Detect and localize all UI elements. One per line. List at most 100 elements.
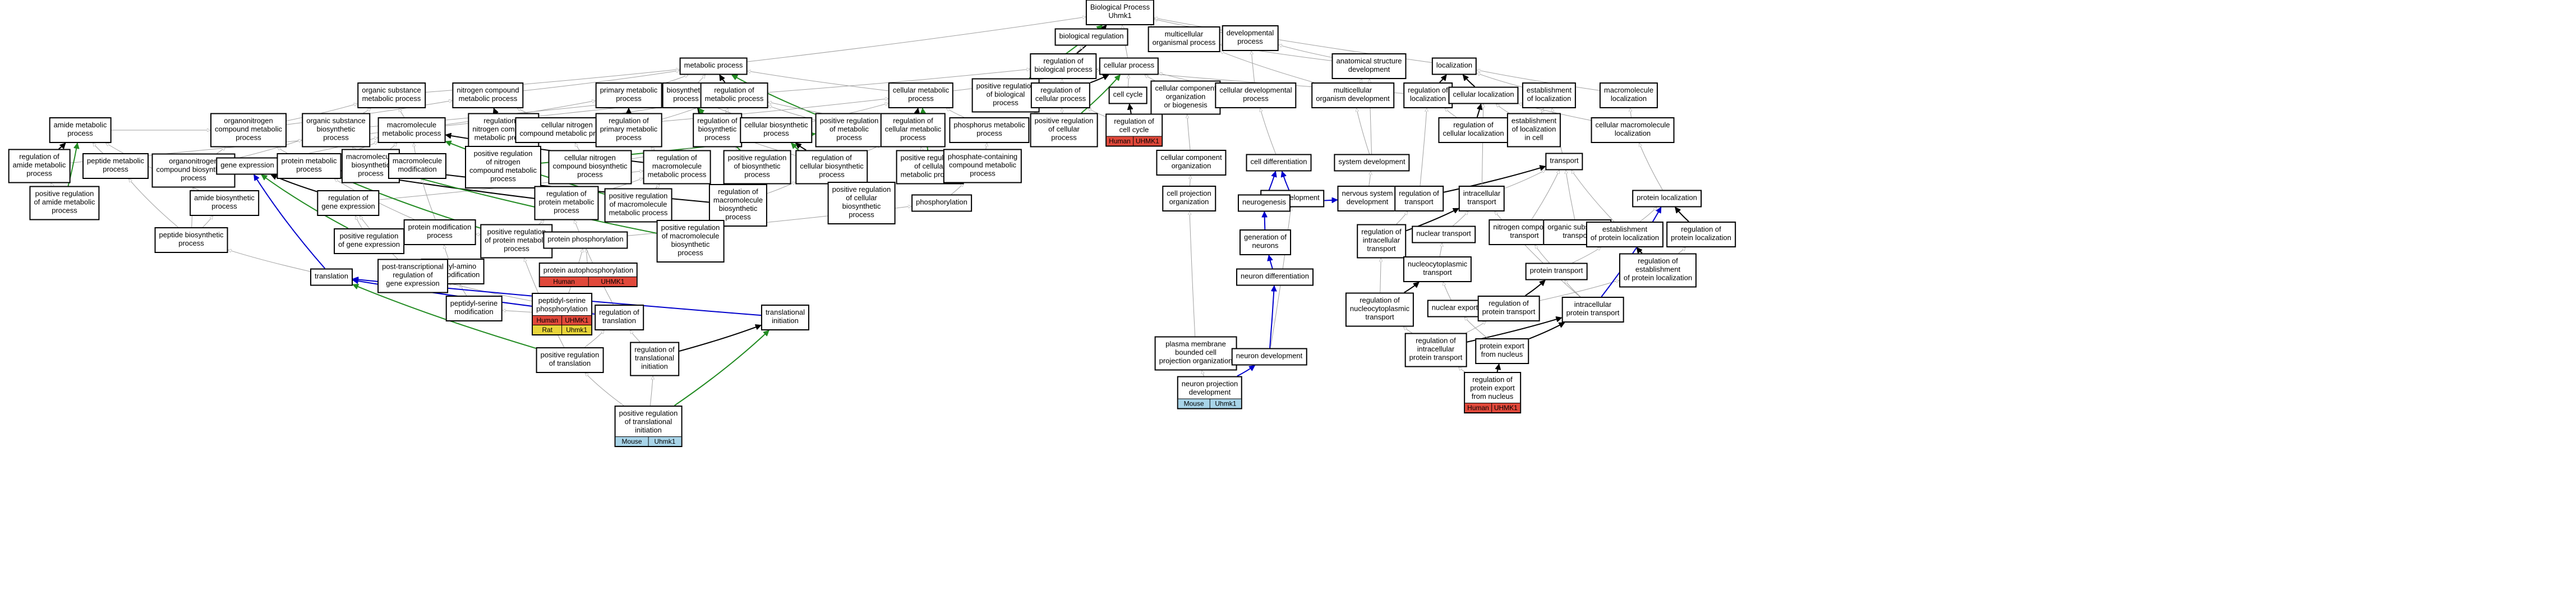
go-term-amide[interactable]: amide metabolic process <box>49 117 112 143</box>
go-term-posregcell[interactable]: positive regulation of cellular process <box>1030 113 1098 148</box>
go-term-sysdev[interactable]: system development <box>1334 154 1410 172</box>
go-term-cellloc[interactable]: cellular localization <box>1448 86 1519 104</box>
go-term-cellmacroloc[interactable]: cellular macromolecule localization <box>1591 117 1675 143</box>
go-term-posregtranslation[interactable]: positive regulation of translation <box>536 347 604 373</box>
go-term-proteinmet[interactable]: protein metabolic process <box>277 153 342 179</box>
go-term-intraprottrans[interactable]: intracellular protein transport <box>1561 297 1624 323</box>
go-term-regintratrans[interactable]: regulation of intracellular transport <box>1357 224 1406 259</box>
go-term-nervdev[interactable]: nervous system development <box>1337 186 1398 211</box>
go-term-regproteinmet[interactable]: regulation of protein metabolic process <box>534 186 599 220</box>
go-term-macromod[interactable]: macromolecule modification <box>388 153 447 179</box>
go-term-regamide[interactable]: regulation of amide metabolic process <box>8 149 71 183</box>
go-term-regcellloc[interactable]: regulation of cellular localization <box>1438 117 1509 143</box>
go-term-cellproj[interactable]: cell projection organization <box>1162 186 1216 211</box>
go-term-proteinloc[interactable]: protein localization <box>1632 190 1702 208</box>
go-term-regcell[interactable]: regulation of cellular process <box>1030 82 1091 108</box>
go-term-anat[interactable]: anatomical structure development <box>1331 53 1407 79</box>
go-term-regtransport[interactable]: regulation of transport <box>1394 186 1444 211</box>
go-term-cellcycle[interactable]: cell cycle <box>1108 86 1148 104</box>
go-term-multi[interactable]: multicellular organismal process <box>1148 26 1220 52</box>
go-term-geneexp[interactable]: gene expression <box>216 157 279 175</box>
go-term-genneur[interactable]: generation of neurons <box>1239 229 1291 255</box>
go-term-peptidylserine[interactable]: peptidyl-serine modification <box>445 296 503 321</box>
go-term-bp[interactable]: Biological Process Uhmk1 <box>1085 0 1155 25</box>
go-term-protexport[interactable]: protein export from nucleus <box>1475 338 1529 364</box>
go-term-regmacromet[interactable]: regulation of macromolecule metabolic pr… <box>643 150 711 185</box>
go-term-intratransport[interactable]: intracellular transport <box>1458 186 1505 211</box>
go-term-estprotloc[interactable]: establishment of protein localization <box>1586 222 1664 247</box>
go-term-peptidebio[interactable]: peptide biosynthetic process <box>154 227 228 253</box>
go-term-ccorg[interactable]: cellular component organization or bioge… <box>1150 80 1221 115</box>
go-term-plasmamem[interactable]: plasma membrane bounded cell projection … <box>1154 336 1237 371</box>
go-term-celldiff[interactable]: cell differentiation <box>1246 154 1312 172</box>
go-term-nucleocyto[interactable]: nucleocytoplasmic transport <box>1403 256 1472 282</box>
go-term-locz[interactable]: localization <box>1431 57 1477 75</box>
go-term-posregmet[interactable]: positive regulation of metabolic process <box>815 113 883 148</box>
go-term-transinit[interactable]: translational initiation <box>761 305 810 330</box>
go-term-regcellbiosyn[interactable]: regulation of cellular biosynthetic proc… <box>795 150 868 185</box>
go-term-nitro[interactable]: nitrogen compound metabolic process <box>452 82 524 108</box>
go-term-phoscont[interactable]: phosphate-containing compound metabolic … <box>943 149 1022 183</box>
go-term-posreggeneexp[interactable]: positive regulation of gene expression <box>334 228 404 254</box>
go-term-posregamide[interactable]: positive regulation of amide metabolic p… <box>29 186 100 220</box>
go-term-multidev[interactable]: multicellular organism development <box>1311 82 1394 108</box>
go-term-posttrans[interactable]: post-transcriptional regulation of gene … <box>377 259 448 293</box>
go-term-regtransinit[interactable]: regulation of translational initiation <box>630 342 679 376</box>
go-term-phosphorylation[interactable]: phosphorylation <box>911 194 972 212</box>
go-term-posregmacromet[interactable]: positive regulation of macromolecule met… <box>604 188 672 223</box>
go-term-translation[interactable]: translation <box>310 268 353 286</box>
go-term-orgnitro[interactable]: organonitrogen compound metabolic proces… <box>210 113 287 148</box>
go-term-primary[interactable]: primary metabolic process <box>595 82 662 108</box>
go-term-cellmet[interactable]: cellular metabolic process <box>888 82 954 108</box>
go-term-regprottrans[interactable]: regulation of protein transport <box>1477 296 1540 321</box>
go-term-cellproc[interactable]: cellular process <box>1099 57 1159 75</box>
go-term-regbio[interactable]: regulation of biological process <box>1030 53 1097 79</box>
go-term-regmet[interactable]: regulation of metabolic process <box>700 82 768 108</box>
go-term-macromet[interactable]: macromolecule metabolic process <box>377 117 446 143</box>
go-term-regcellmet[interactable]: regulation of cellular metabolic process <box>880 113 946 148</box>
go-term-posregprotmet[interactable]: positive regulation of protein metabolic… <box>480 224 553 259</box>
go-term-cellnitrobio[interactable]: cellular nitrogen compound biosynthetic … <box>548 150 632 185</box>
go-term-posregmacrobio[interactable]: positive regulation of macromolecule bio… <box>656 220 725 263</box>
go-term-peptidemet[interactable]: peptide metabolic process <box>82 153 149 179</box>
go-term-transport[interactable]: transport <box>1545 153 1583 171</box>
go-term-orgsub[interactable]: organic substance metabolic process <box>357 82 426 108</box>
go-term-estloc[interactable]: establishment of localization <box>1522 82 1577 108</box>
go-term-bioreg[interactable]: biological regulation <box>1054 28 1128 46</box>
go-term-protphos[interactable]: protein phosphorylation <box>543 231 628 249</box>
go-term-cellbiosyn[interactable]: cellular biosynthetic process <box>740 117 813 143</box>
go-term-regtranslation[interactable]: regulation of translation <box>595 305 644 330</box>
go-term-regloc[interactable]: regulation of localization <box>1403 82 1453 108</box>
go-term-regprim[interactable]: regulation of primary metabolic process <box>595 113 662 148</box>
go-term-neurondev[interactable]: neuron development <box>1231 348 1307 366</box>
go-term-regprotexport[interactable]: regulation of protein export from nucleu… <box>1464 372 1521 413</box>
go-term-nuclearexport[interactable]: nuclear export <box>1427 300 1483 317</box>
go-term-posregbiosyn[interactable]: positive regulation of biosynthetic proc… <box>723 150 791 185</box>
go-term-macroloc[interactable]: macromolecule localization <box>1599 82 1658 108</box>
go-term-orgsubbio[interactable]: organic substance biosynthetic process <box>302 113 370 148</box>
go-term-amidebio[interactable]: amide biosynthetic process <box>190 190 259 216</box>
go-term-nucleartrans[interactable]: nuclear transport <box>1412 226 1476 243</box>
go-term-posregnitro[interactable]: positive regulation of nitrogen compound… <box>465 146 541 188</box>
go-term-neurondiff[interactable]: neuron differentiation <box>1236 268 1314 286</box>
go-term-ccorg2[interactable]: cellular component organization <box>1156 150 1227 176</box>
go-term-devproc[interactable]: developmental process <box>1222 25 1279 51</box>
go-term-posregtransinit[interactable]: positive regulation of translational ini… <box>614 406 683 447</box>
go-term-neurogenesis[interactable]: neurogenesis <box>1237 194 1291 212</box>
go-term-regprotloc[interactable]: regulation of protein localization <box>1666 222 1736 247</box>
go-term-protmod[interactable]: protein modification process <box>403 219 476 245</box>
go-term-posregcellbio[interactable]: positive regulation of cellular biosynth… <box>827 182 896 224</box>
go-term-regintraprot[interactable]: regulation of intracellular protein tran… <box>1404 333 1467 367</box>
go-term-regmacrobio[interactable]: regulation of macromolecule biosynthetic… <box>708 184 768 227</box>
go-term-phosmet[interactable]: phosphorus metabolic process <box>949 117 1030 143</box>
go-term-posregbio[interactable]: positive regulation of biological proces… <box>971 78 1040 113</box>
go-term-metab[interactable]: metabolic process <box>679 57 748 75</box>
go-term-reggeneexp[interactable]: regulation of gene expression <box>317 190 380 216</box>
go-term-regestprot[interactable]: regulation of establishment of protein l… <box>1619 253 1697 288</box>
go-term-estlocincell[interactable]: establishment of localization in cell <box>1506 113 1561 148</box>
go-term-celldev[interactable]: cellular developmental process <box>1215 82 1297 108</box>
